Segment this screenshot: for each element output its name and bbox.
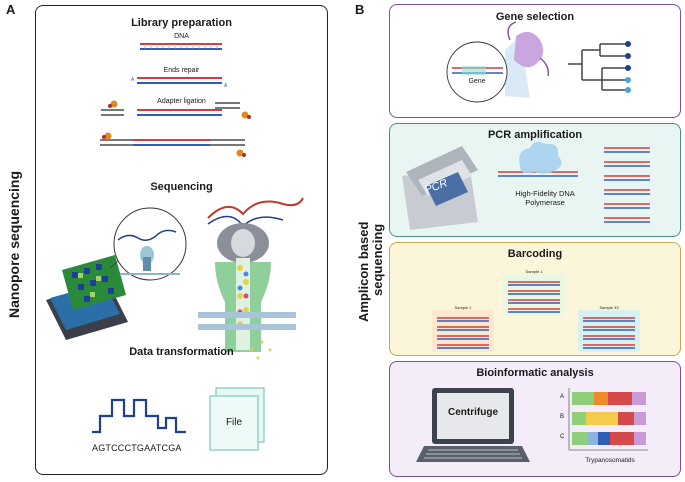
bar-row-a xyxy=(572,392,646,405)
bioinformatic-title: Bioinformatic analysis xyxy=(476,367,594,379)
gene-label: Gene xyxy=(468,78,486,85)
dna-label: DNA xyxy=(174,33,189,40)
trypanosomatids-label: Trypanosomatids xyxy=(585,457,635,464)
svg-text:A: A xyxy=(224,83,228,89)
row-label-a: A xyxy=(560,394,565,400)
barcoding-title: Barcoding xyxy=(507,248,563,260)
bar-row-b xyxy=(572,412,646,425)
sample33-label: Sample 33 xyxy=(599,305,619,310)
gene-selection-box xyxy=(389,4,681,118)
library-title: Library preparation xyxy=(131,17,232,29)
file-label: File xyxy=(225,417,243,428)
row-label-c: C xyxy=(560,434,565,440)
centrifuge-label: Centrifuge xyxy=(448,407,498,418)
svg-text:A: A xyxy=(131,77,135,83)
pcr-title: PCR amplification xyxy=(487,129,583,141)
ends-repair-label: Ends repair xyxy=(163,67,200,74)
panel-a-frame xyxy=(35,5,328,475)
polymerase-line1: High-Fidelity DNA xyxy=(515,189,575,198)
bar-row-c xyxy=(572,432,646,445)
sample2-label: Sample 2 xyxy=(454,305,472,310)
panel-a-letter: A xyxy=(6,2,16,17)
polymerase-line2: Polymerase xyxy=(525,198,565,207)
sequencing-title: Sequencing xyxy=(150,181,213,193)
data-transformation-title: Data transformation xyxy=(129,346,234,358)
gene-selection-title: Gene selection xyxy=(495,11,575,23)
adapter-ligation-label: Adapter ligation xyxy=(157,98,206,105)
sequence-text: AGTCCCTGAATCGA xyxy=(92,443,182,453)
sample1-label: Sample 1 xyxy=(525,269,543,274)
panel-b-letter: B xyxy=(355,2,365,17)
row-label-b: B xyxy=(560,414,565,420)
